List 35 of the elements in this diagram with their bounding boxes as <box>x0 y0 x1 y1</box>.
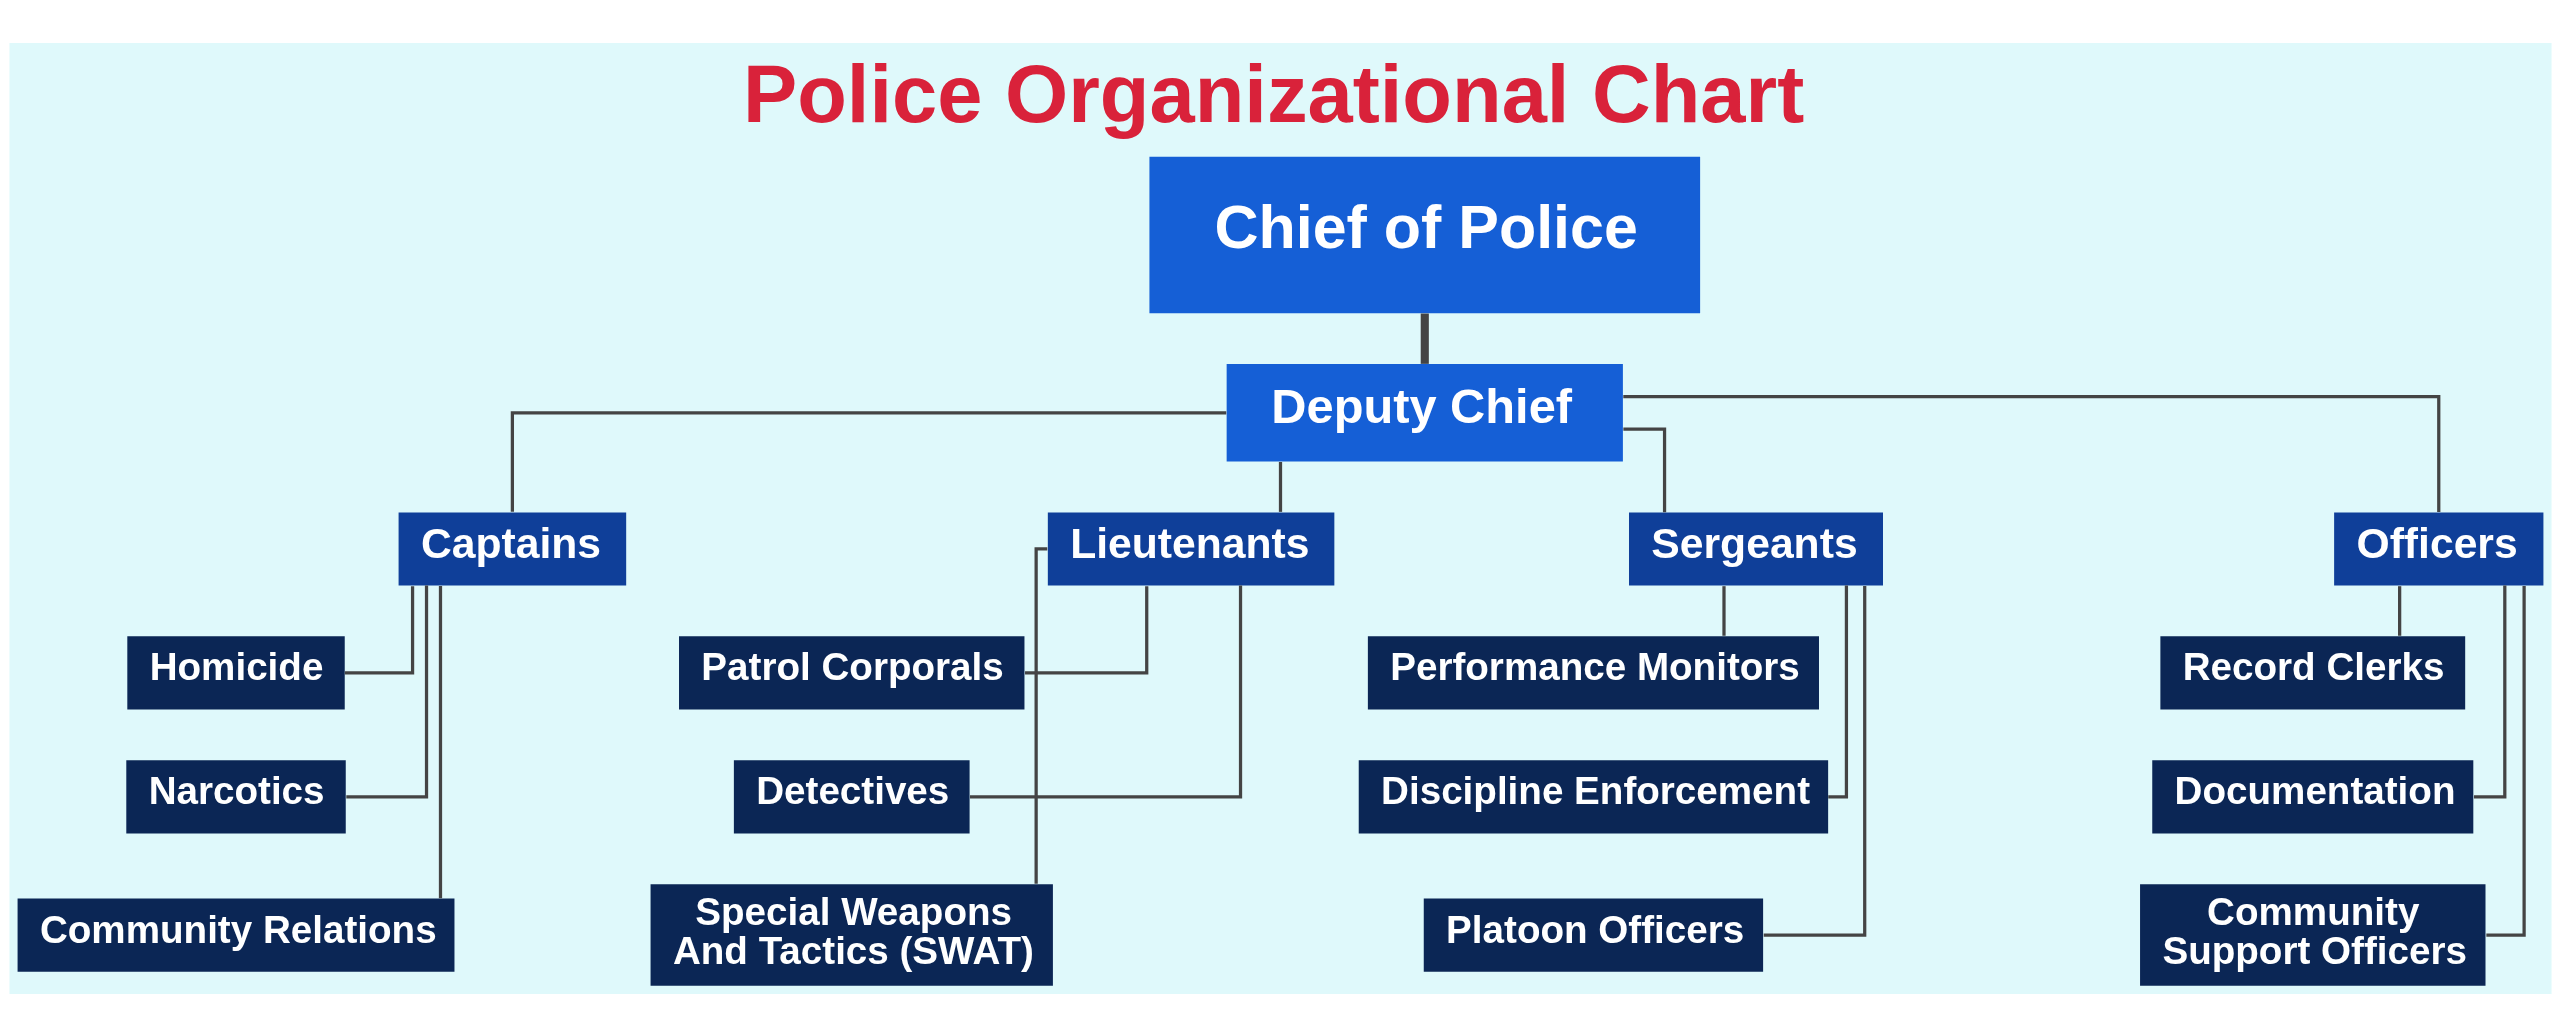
node-box: Community Support Officers <box>2139 883 2485 986</box>
connector <box>969 585 1242 798</box>
connector <box>344 585 414 675</box>
connector <box>1721 585 1726 636</box>
node-box: Deputy Chief <box>1226 363 1623 462</box>
connector <box>510 410 1226 512</box>
node-box: Patrol Corporals <box>678 635 1024 709</box>
connector <box>438 585 442 898</box>
connector <box>1622 394 2440 512</box>
node-box: Performance Monitors <box>1367 635 1819 709</box>
node-box: Sergeants <box>1628 511 1883 586</box>
node-box: Lieutenants <box>1047 511 1334 586</box>
node-box: Documentation <box>2151 759 2473 833</box>
node-box: Special Weapons And Tactics (SWAT) <box>650 883 1053 986</box>
node-box: Platoon Officers <box>1423 898 1763 972</box>
connector <box>1622 426 1666 512</box>
node-box: Narcotics <box>125 759 346 833</box>
connector <box>1763 585 1866 937</box>
connector <box>2473 585 2506 798</box>
connector <box>2397 585 2401 636</box>
connector <box>1034 546 1047 884</box>
node-box: Detectives <box>733 759 970 833</box>
node-box: Homicide <box>126 635 345 709</box>
node-box: Discipline Enforcement <box>1358 759 1828 833</box>
connector <box>1420 313 1429 364</box>
connector <box>1024 585 1148 675</box>
node-box: Officers <box>2333 511 2543 586</box>
connector <box>1827 585 1848 798</box>
node-box: Captains <box>398 511 626 586</box>
connector <box>345 585 428 798</box>
connector <box>1278 461 1282 512</box>
node-box: Community Relations <box>17 898 454 972</box>
node-box: Record Clerks <box>2159 635 2465 709</box>
node-box: Chief of Police <box>1148 156 1700 313</box>
diagram-title: Police Organizational Chart <box>742 47 1804 139</box>
